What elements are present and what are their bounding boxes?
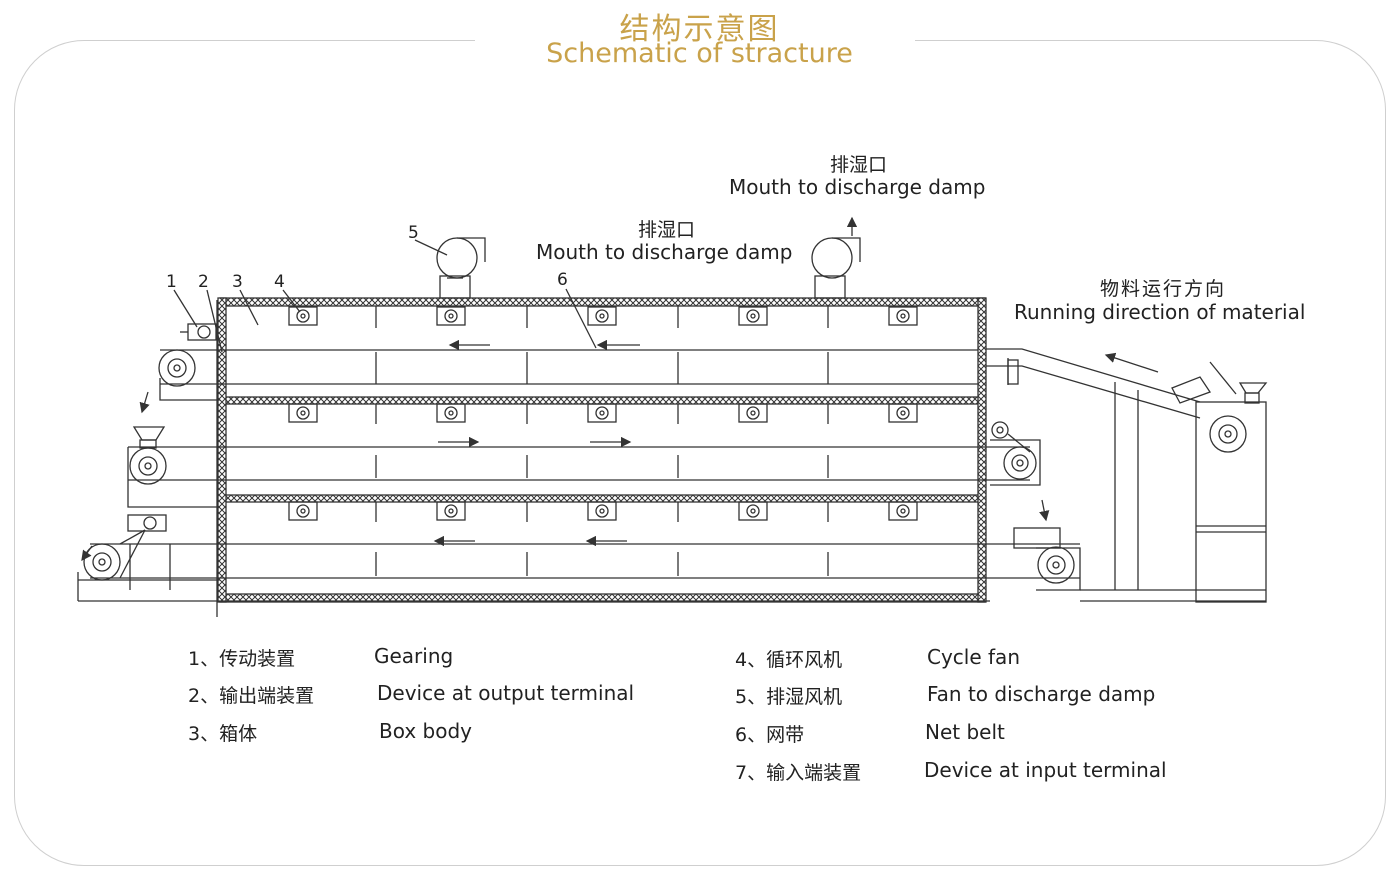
callout-3: 3 [232, 272, 243, 292]
legend-4-cn: 4、循环风机 [735, 649, 843, 671]
damp-fans [436, 216, 861, 299]
legend-7-en: Device at input terminal [924, 758, 1167, 782]
callout-2: 2 [198, 272, 209, 292]
callout-leaders [173, 239, 597, 353]
input-terminal-device [986, 348, 1268, 603]
legend-3-cn: 3、箱体 [188, 723, 258, 745]
direction-cn: 物料运行方向 [1100, 278, 1227, 300]
callout-4: 4 [274, 272, 285, 292]
damp-outlet-mid-en: Mouth to discharge damp [536, 240, 793, 264]
legend-1-en: Gearing [374, 644, 454, 668]
box-body [217, 297, 987, 603]
legend-1-cn: 1、传动装置 [188, 648, 296, 670]
legend-7-cn: 7、输入端装置 [735, 762, 862, 784]
title-backdrop [475, 30, 915, 52]
output-terminal-device [77, 300, 990, 617]
legend-2-en: Device at output terminal [377, 681, 635, 705]
direction-en: Running direction of material [1014, 300, 1306, 324]
damp-outlet-top-cn: 排湿口 [830, 154, 888, 176]
damp-outlet-mid-cn: 排湿口 [638, 219, 696, 241]
legend-5-cn: 5、排湿风机 [735, 686, 843, 708]
callout-5: 5 [408, 223, 419, 243]
net-belt [90, 349, 1080, 579]
damp-outlet-top-en: Mouth to discharge damp [729, 175, 986, 199]
cycle-fans [288, 306, 918, 521]
legend-6-cn: 6、网带 [735, 724, 805, 746]
callout-6: 6 [557, 270, 568, 290]
title-chinese: 结构示意图 [619, 12, 780, 47]
flow-arrows [139, 339, 1159, 547]
legend-5-en: Fan to discharge damp [927, 682, 1156, 706]
legend-3-en: Box body [379, 719, 472, 743]
callout-1: 1 [166, 272, 177, 292]
legend-6-en: Net belt [925, 720, 1005, 744]
legend-4-en: Cycle fan [927, 645, 1020, 669]
legend-2-cn: 2、输出端装置 [188, 685, 315, 707]
title-english: Schematic of stracture [546, 38, 853, 69]
